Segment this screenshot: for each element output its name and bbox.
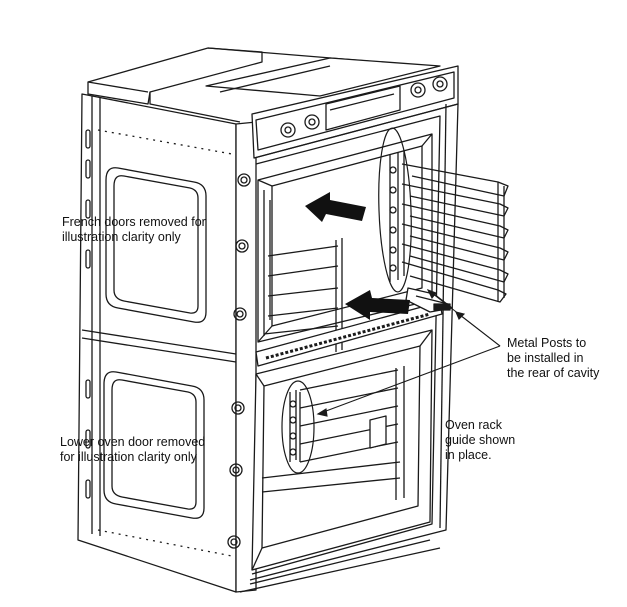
- callout-line: illustration clarity only: [62, 230, 181, 244]
- callout-line: Metal Posts to: [507, 336, 587, 350]
- oven-rack-guide: [401, 163, 509, 303]
- callout-line: Oven rack: [445, 418, 502, 432]
- highlight-ellipses: [281, 127, 412, 474]
- arrow-middle-left-icon: [345, 290, 410, 320]
- lower-oven-cavity: [239, 329, 441, 593]
- callout-line: for illustration clarity only: [60, 450, 197, 464]
- callout-line: Lower oven door removed: [60, 435, 206, 449]
- cabinet-left-side: [77, 93, 237, 593]
- leader-lines: [316, 288, 501, 417]
- oven-front-outline: [249, 103, 459, 581]
- rack-guide-callout: Oven rack guide shown in place.: [445, 418, 515, 463]
- metal-posts-callout: Metal Posts to be installed in the rear …: [507, 336, 599, 381]
- lower-door-callout: Lower oven door removed for illustration…: [60, 435, 205, 465]
- upper-oven-cavity: [255, 133, 443, 367]
- callout-line: be installed in: [507, 351, 584, 365]
- cabinet-top: [87, 47, 441, 123]
- front-frame: [227, 121, 257, 593]
- arrow-upper-left-icon: [305, 192, 366, 222]
- callout-line: the rear of cavity: [507, 366, 600, 380]
- callout-line: guide shown: [445, 433, 516, 447]
- insert-arrows: [305, 192, 410, 320]
- callout-line: French doors removed for: [62, 215, 206, 229]
- upper-rack-guide-posts: [389, 150, 405, 282]
- french-doors-callout: French doors removed for illustration cl…: [62, 215, 206, 245]
- callout-line: in place.: [445, 448, 492, 462]
